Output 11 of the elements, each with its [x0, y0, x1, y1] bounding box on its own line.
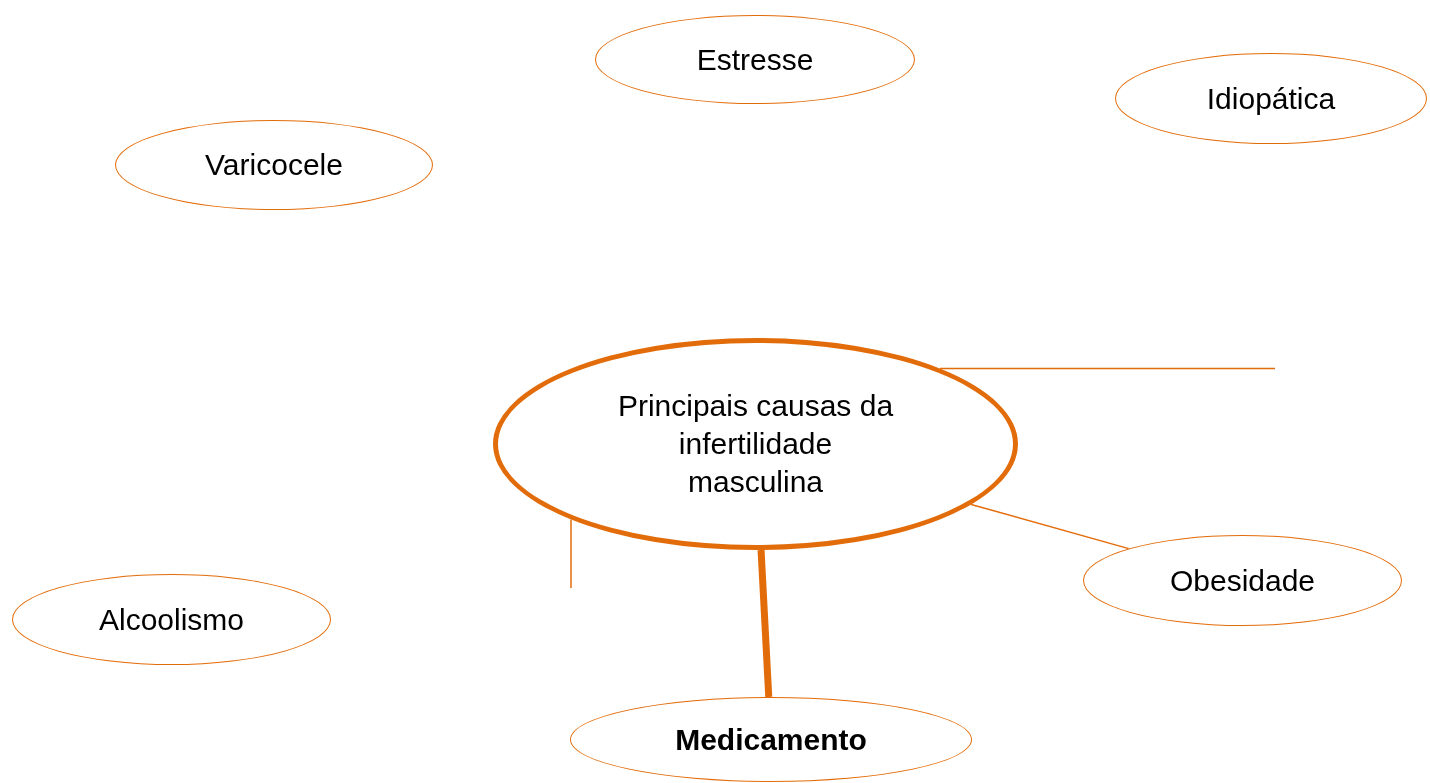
connector-line: [970, 503, 1130, 550]
node-label: Varicocele: [205, 147, 343, 183]
node-label: Estresse: [696, 41, 814, 78]
node-label: Alcoolismo: [98, 601, 245, 638]
node-label: Idiopática: [1206, 80, 1336, 117]
connector-line: [939, 367, 1276, 370]
node-label: Principais causas da infertilidade masculina: [616, 388, 895, 500]
connector-line: [570, 518, 572, 589]
node-label: Medicamento: [675, 721, 867, 758]
node-label: Obesidade: [1169, 562, 1316, 599]
connector-line: [757, 549, 773, 698]
